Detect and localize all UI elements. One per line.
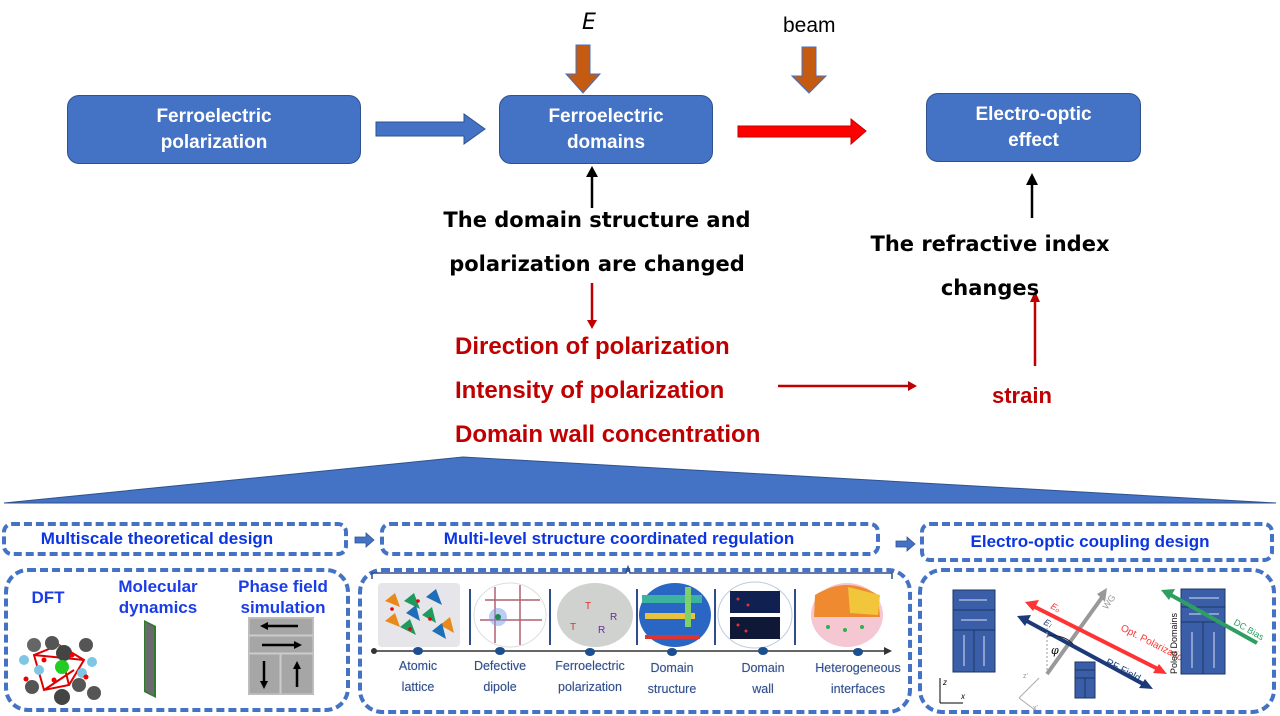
- node-label: Electro-optic effect: [975, 103, 1092, 151]
- svg-text:R: R: [598, 625, 605, 636]
- thumb-defective-dipole: [473, 582, 547, 648]
- stage-box-structure: [380, 522, 880, 556]
- timeline-dots: [413, 647, 863, 656]
- blue-block-arrow: [375, 113, 486, 145]
- factor-domain-wall: Domain wall concentration: [455, 421, 761, 448]
- bracket-line: [371, 564, 893, 579]
- md-slab-icon: [144, 620, 156, 698]
- node-label: Ferroelectric polarization: [156, 105, 272, 153]
- dc-bias-arrow: [1168, 592, 1258, 645]
- svg-text:T: T: [570, 622, 576, 633]
- node-label: Ferroelectric domains: [548, 105, 664, 153]
- scale-defective-dipole: Defective dipole: [473, 659, 527, 694]
- rf-field-arrow: [1024, 618, 1146, 687]
- arrowhead: [1030, 291, 1040, 302]
- domain-block-small: [1074, 661, 1096, 699]
- panel-eo-coupling: [918, 568, 1276, 714]
- method-dft: DFT: [31, 588, 65, 607]
- scale-atomic-lattice: Atomic lattice: [398, 659, 438, 694]
- stage-box-theoretical: [2, 522, 348, 556]
- field-input-arrow: [564, 44, 602, 94]
- scale-domain-wall: Domain wall: [741, 661, 785, 696]
- node-ferroelectric-polarization: Ferroelectric polarization: [67, 95, 361, 164]
- e-opt-label: Eₒ: [1049, 601, 1062, 614]
- arrowhead: [586, 166, 598, 177]
- phi-arc: [1046, 635, 1074, 645]
- stage-connector-arrow: [354, 532, 375, 548]
- beam-input-arrow: [790, 46, 828, 94]
- poled-domains-label: Poled Domains: [1169, 612, 1179, 674]
- node-ferroelectric-domains: Ferroelectric domains: [499, 95, 713, 164]
- electric-field-symbol: E: [582, 10, 596, 35]
- domain-block-poled: [1180, 588, 1226, 675]
- arrowhead: [908, 381, 917, 391]
- beam-label: beam: [783, 14, 836, 37]
- timeline-start-dot: [371, 648, 377, 654]
- refractive-index-text: The refractive index changes: [870, 232, 1110, 300]
- red-block-arrow: [737, 117, 867, 146]
- stage-title-structure: Multi-level structure coordinated regula…: [443, 529, 795, 548]
- opt-polarization-arrow: [1032, 604, 1161, 672]
- svg-text:R: R: [610, 612, 617, 623]
- multilevel-graphic: T T R R: [371, 564, 893, 656]
- arrowhead: [587, 320, 597, 329]
- timeline-arrowhead: [884, 647, 892, 655]
- factor-intensity: Intensity of polarization: [455, 377, 725, 404]
- domain-change-text: The domain structure and polarization ar…: [443, 208, 751, 276]
- node-electro-optic-effect: Electro-optic effect: [926, 93, 1141, 162]
- x-prime-label: x': [1033, 705, 1038, 712]
- phi-label: φ: [1051, 644, 1059, 657]
- wg-arrow: [1045, 594, 1105, 676]
- axes-primed: [1018, 677, 1040, 711]
- thumb-ferroelectric-polarization: T T R R: [557, 583, 633, 647]
- arrowhead: [1026, 173, 1038, 185]
- crystal-structure-icon: [19, 636, 101, 705]
- method-md: Molecular dynamics: [118, 577, 198, 617]
- stage-connector-arrow: [895, 536, 916, 552]
- expansion-triangle: [3, 456, 1277, 504]
- separators: [469, 589, 796, 645]
- scale-heterogeneous-interfaces: Heterogeneous interfaces: [815, 661, 901, 696]
- method-phase-field: Phase field simulation: [238, 577, 328, 617]
- panel-multilevel: [358, 568, 912, 714]
- axis-x-label: x: [960, 692, 966, 701]
- stage-box-eo: [920, 522, 1274, 562]
- eo-coupling-graphic: z x WG Opt. Polarization Eₒ RF Field Eₗ …: [939, 588, 1266, 712]
- rf-field-label: RF Field: [1104, 657, 1143, 684]
- strain-label: strain: [992, 383, 1052, 408]
- z-prime-label: z': [1023, 673, 1028, 680]
- thumb-heterogeneous-interfaces: [811, 583, 883, 647]
- axes-zx: [939, 678, 963, 704]
- scale-ferroelectric-polarization: Ferroelectric polarization: [555, 659, 625, 694]
- stage-title-eo: Electro-optic coupling design: [970, 532, 1210, 551]
- axis-z-label: z: [942, 678, 947, 687]
- domain-block-left: [952, 589, 996, 673]
- svg-text:T: T: [585, 601, 591, 612]
- thumb-domain-wall: [717, 581, 793, 649]
- panel-methods: [4, 568, 350, 712]
- phase-field-icon: [248, 617, 314, 695]
- scale-domain-structure: Domain structure: [647, 661, 697, 696]
- factor-direction: Direction of polarization: [455, 333, 730, 360]
- thumb-domain-structure: [639, 583, 711, 647]
- thumb-atomic-lattice: [378, 583, 460, 647]
- stage-title-theoretical: Multiscale theoretical design: [40, 529, 274, 548]
